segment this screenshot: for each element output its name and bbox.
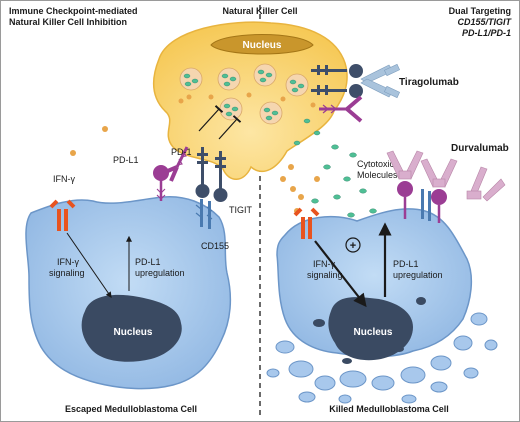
- plus-circle-icon: [345, 237, 361, 253]
- nk-cell: Nucleus: [152, 21, 348, 180]
- escaped-cell-nucleus: [81, 294, 182, 362]
- left-title-line-1: Immune Checkpoint-mediated: [9, 6, 138, 16]
- left-ifng-arrow: [66, 232, 112, 298]
- durvalumab-antibody-2: [420, 158, 458, 188]
- nk-nucleus: [210, 34, 314, 55]
- tigit-receptor-right-1: [311, 64, 363, 78]
- nk-left-receptors: PD-1 TIGIT: [162, 146, 252, 215]
- granule-cluster-1: [179, 67, 203, 91]
- escaped-cell-body: [25, 195, 232, 390]
- plus-sign: +: [350, 240, 356, 252]
- right-title-line-3: PD-L1/PD-1: [462, 28, 511, 38]
- dark-fragments: [313, 297, 426, 364]
- pdl1-label-left: PD-L1: [113, 155, 139, 165]
- tigit-receptor-right-2: [311, 84, 363, 98]
- tiragolumab-label: Tiragolumab: [399, 77, 459, 88]
- right-pdl1-upreg-label-2: upregulation: [393, 270, 443, 280]
- durvalumab-label: Durvalumab: [451, 143, 509, 154]
- durvalumab-antibody-3: [466, 166, 506, 202]
- left-title-line-2: Natural Killer Cell Inhibition: [9, 17, 127, 27]
- right-ifng-arrow: [314, 240, 367, 308]
- killed-nucleus-label: Nucleus: [354, 327, 393, 338]
- tiragolumab-antibody: [360, 63, 401, 99]
- granule-cluster-5: [219, 97, 243, 121]
- tigit-label: TIGIT: [229, 205, 252, 215]
- escaped-nucleus-label: Nucleus: [114, 327, 153, 338]
- ifng-label: IFN-γ: [53, 174, 75, 184]
- cd155-on-killed-cell: [421, 189, 431, 221]
- cd155-label: CD155: [201, 241, 229, 251]
- right-ifng-signal-label-1: IFN-γ: [313, 259, 335, 269]
- cytotoxic-label-1: Cytotoxic: [357, 159, 395, 169]
- pdl1-on-killed-cell-2: [431, 189, 447, 223]
- pd1-label: PD-1: [171, 147, 192, 157]
- right-title-line-2: CD155/TIGIT: [457, 17, 512, 27]
- granule-cluster-6: [259, 101, 283, 125]
- killed-cell-caption: Killed Medulloblastoma Cell: [329, 404, 449, 414]
- killed-cell-body: [276, 208, 473, 358]
- right-pdl1-upreg-label-1: PD-L1: [393, 259, 419, 269]
- right-title-line-1: Dual Targeting: [449, 6, 511, 16]
- tigit-receptor-left-2: [213, 151, 228, 202]
- cd155-on-escaped-cell: [195, 199, 213, 229]
- granule-cluster-4: [285, 73, 309, 97]
- cytotoxic-granules: [311, 144, 377, 218]
- durvalumab-antibody-1: [386, 150, 424, 180]
- ifng-receptor-left: [49, 199, 76, 231]
- pdl1-on-escaped-cell: [153, 165, 169, 201]
- nk-nucleus-label: Nucleus: [243, 40, 282, 51]
- left-ifng-signal-label-1: IFN-γ: [57, 257, 79, 267]
- left-pdl1-upreg-label-1: PD-L1: [135, 257, 161, 267]
- left-ifng-signal-label-2: signaling: [49, 268, 85, 278]
- nk-granules: [183, 69, 321, 146]
- cytotoxic-label-2: Molecules: [357, 170, 398, 180]
- inhibition-line-1: [198, 105, 224, 132]
- nk-cell-body: [152, 21, 348, 180]
- inhibition-line-2: [218, 115, 242, 140]
- nk-small-dots: [178, 92, 316, 108]
- right-ifng-signal-label-2: signaling: [307, 270, 343, 280]
- tigit-receptor-left-1: [195, 147, 210, 198]
- nk-right-receptors: Tiragolumab: [311, 63, 459, 123]
- pd1-receptor-right: [319, 95, 363, 123]
- left-pdl1-upreg-label-2: upregulation: [135, 268, 185, 278]
- escaped-cell-caption: Escaped Medulloblastoma Cell: [65, 404, 197, 414]
- killed-cell-nucleus: [328, 297, 413, 361]
- center-title: Natural Killer Cell: [222, 6, 297, 16]
- escaped-tumor-cell: Nucleus PD-L1 CD155 IFN-γ signaling PD-L…: [25, 155, 232, 390]
- pdl1-on-killed-cell-1: [397, 181, 413, 219]
- granule-cluster-3: [253, 63, 277, 87]
- apoptotic-fragments: [266, 312, 498, 404]
- nk-granule-clusters: [179, 63, 309, 125]
- ifng-receptor-right: [293, 207, 320, 239]
- granule-cluster-2: [217, 67, 241, 91]
- killed-tumor-cell: Nucleus: [266, 143, 509, 404]
